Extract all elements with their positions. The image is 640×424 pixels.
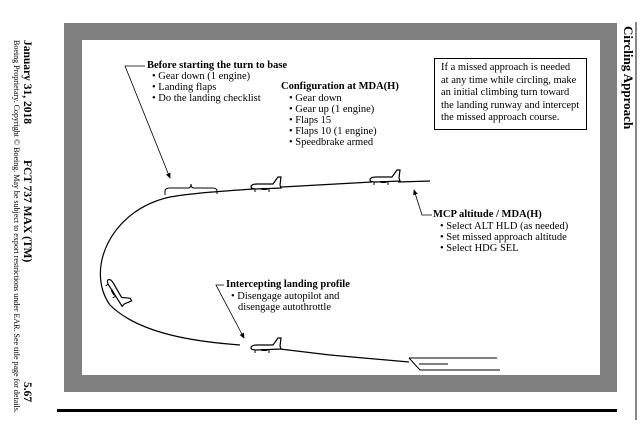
config-item: • Flaps 15 [289,115,332,126]
config-item: • Speedbrake armed [289,137,374,148]
mcp-item: • Select ALT HLD (as needed) [440,221,569,232]
margin-rule [635,22,637,420]
footer-rule [57,409,617,412]
leader-mcp [413,189,432,216]
runway [408,357,500,371]
mcp-item: • Select HDG SEL [440,243,519,254]
intercept-item: disengage autothrottle [238,302,332,313]
flight-path [99,180,431,363]
before-turn-item: • Gear down (1 engine) [152,71,251,82]
config-item: • Gear up (1 engine) [289,104,375,115]
config-item: • Gear down [289,93,342,104]
before-turn-title: Before starting the turn to base [147,60,288,71]
missed-approach-note: If a missed approach is needed at any ti… [434,58,587,130]
airplane-icon [250,337,282,354]
config-item: • Flaps 10 (1 engine) [289,126,377,137]
intercept-title: Intercepting landing profile [226,279,350,290]
leader-intercept [215,284,245,339]
airplane-icon [369,169,401,186]
airplane-icon [103,274,133,309]
intercept-item: • Disengage autopilot and [231,291,340,302]
config-title: Configuration at MDA(H) [281,81,399,92]
brace [164,183,218,195]
airplane-icon [250,176,282,193]
before-turn-item: • Landing flaps [152,82,217,93]
mcp-title: MCP altitude / MDA(H) [433,209,542,220]
before-turn-item: • Do the landing checklist [152,93,261,104]
mcp-item: • Set missed approach altitude [440,232,567,243]
leader-before-turn [124,65,171,179]
